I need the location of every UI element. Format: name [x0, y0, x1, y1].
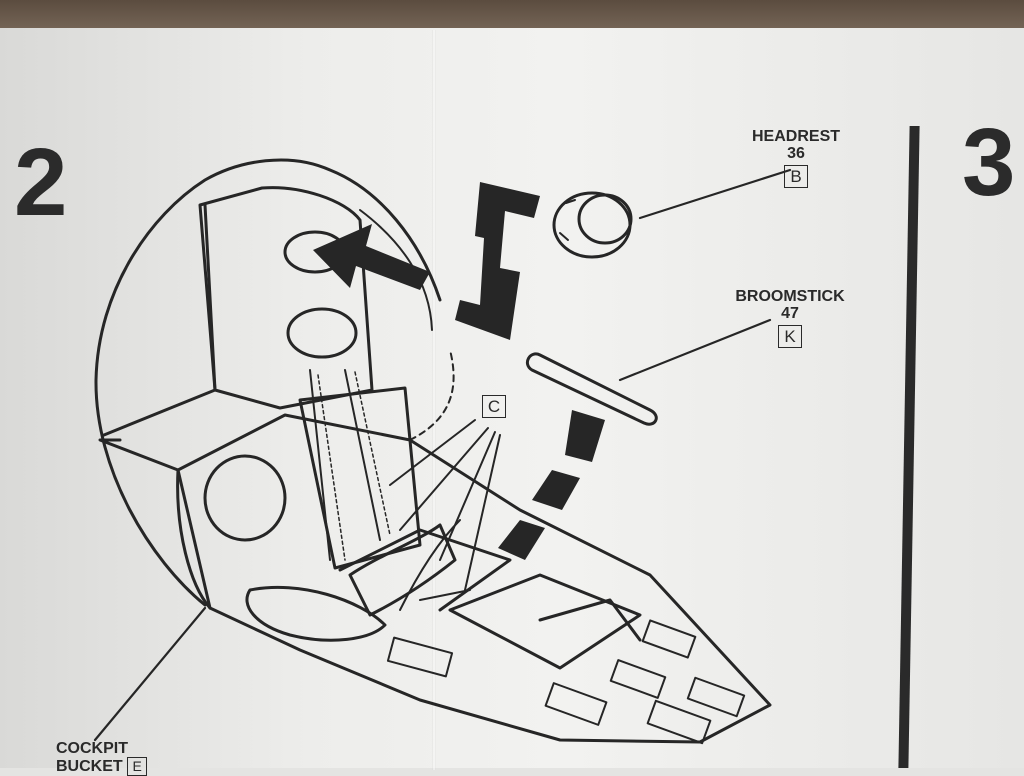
stepped-arrow — [455, 182, 540, 340]
harness-label: C — [482, 395, 506, 418]
harness-sprue-box: C — [482, 395, 506, 418]
broomstick-path-dashes — [498, 410, 605, 560]
step-number-2: 2 — [14, 129, 68, 236]
cockpit-sprue-box: E — [127, 757, 148, 776]
headrest-leader — [638, 168, 792, 220]
headrest-arrow — [313, 224, 430, 290]
broomstick-part — [526, 352, 658, 426]
seat-back — [198, 186, 374, 410]
cockpit-name-line1: COCKPIT — [56, 740, 128, 757]
broomstick-sprue-box: K — [778, 325, 802, 348]
headrest-number: 36 — [787, 145, 805, 162]
cockpit-bucket-outline — [94, 158, 442, 607]
step-number-3: 3 — [962, 109, 1016, 216]
headrest-label: HEADREST 36 B — [752, 128, 840, 188]
cockpit-floor — [176, 413, 772, 744]
broomstick-label: BROOMSTICK 47 K — [724, 288, 856, 348]
broomstick-leader — [618, 318, 772, 382]
broomstick-name: BROOMSTICK — [735, 288, 845, 305]
broomstick-number: 47 — [781, 305, 799, 322]
harness-leaders — [389, 419, 501, 591]
paper-fold — [432, 30, 436, 770]
instruction-sheet — [0, 28, 1024, 768]
headrest-sprue-box: B — [784, 165, 808, 188]
cockpit-leader — [93, 606, 207, 742]
cockpit-bucket-label: COCKPIT BUCKET E — [56, 740, 176, 776]
headrest-name: HEADREST — [752, 128, 841, 145]
assembly-arrows — [313, 182, 605, 560]
cockpit-name-line2: BUCKET — [56, 758, 123, 775]
